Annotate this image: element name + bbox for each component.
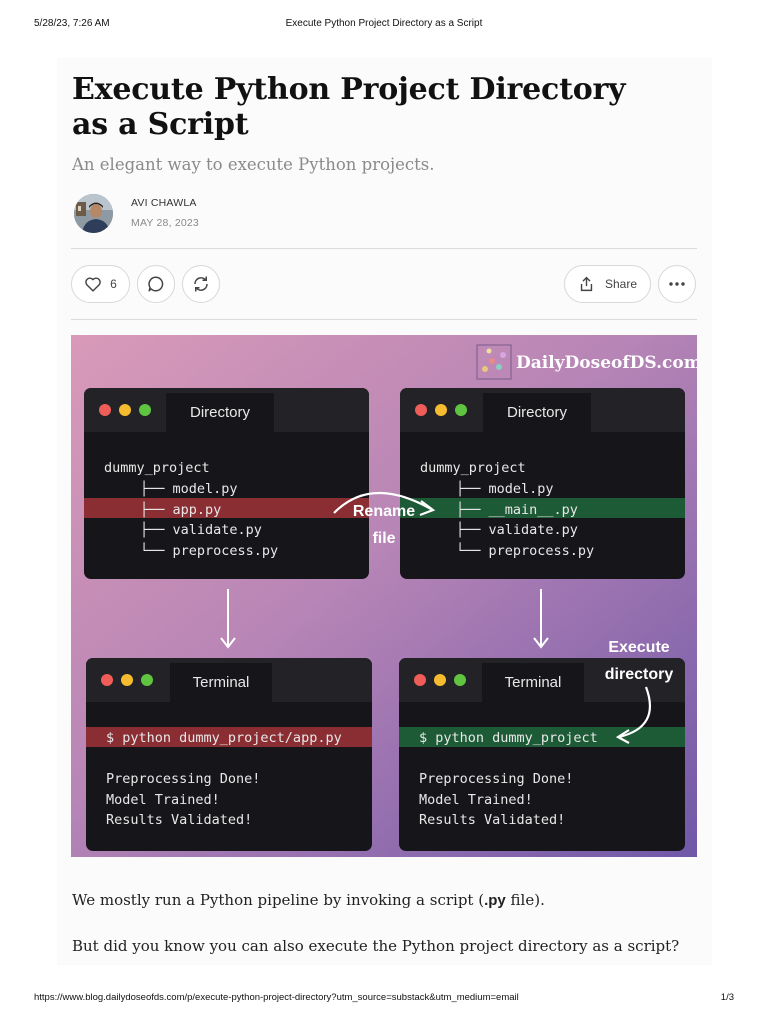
comment-button[interactable] <box>137 265 175 303</box>
paragraph-text: We mostly run a Python pipeline by invok… <box>72 891 485 909</box>
directory-window-before: Directory dummy_project ├── model.py ├──… <box>84 388 369 579</box>
maximize-dot-icon <box>455 404 467 416</box>
minimize-dot-icon <box>119 404 131 416</box>
terminal-output-line: Model Trained! <box>106 792 220 808</box>
terminal-window-before: Terminal $ python dummy_project/app.py P… <box>86 658 372 851</box>
rename-label: file <box>372 530 395 547</box>
highlight-row <box>84 498 369 518</box>
highlight-row <box>400 498 685 518</box>
terminal-window-after: Terminal $ python dummy_project Preproce… <box>399 658 685 851</box>
hero-illustration: DailyDoseofDS.com Directory dummy_projec… <box>71 335 697 857</box>
restack-icon <box>192 275 210 293</box>
maximize-dot-icon <box>139 404 151 416</box>
rename-label: Rename <box>353 503 415 520</box>
down-arrow-icon <box>220 589 236 649</box>
dir-file: ├── app.py <box>140 501 221 518</box>
curved-arrow-icon <box>333 491 432 514</box>
divider-bottom <box>71 319 697 320</box>
brand-name: DailyDoseofDS.com <box>516 353 697 373</box>
highlight-row <box>399 727 685 747</box>
close-dot-icon <box>101 674 113 686</box>
author-name[interactable]: AVI CHAWLA <box>131 197 197 209</box>
directory-window-after: Directory dummy_project ├── model.py ├──… <box>400 388 685 579</box>
arrowhead-icon <box>419 500 436 517</box>
dir-file: └── preprocess.py <box>456 542 594 559</box>
body-paragraph: We mostly run a Python pipeline by invok… <box>72 891 545 909</box>
print-header: 5/28/23, 7:26 AM Execute Python Project … <box>34 18 734 32</box>
terminal-output-line: Preprocessing Done! <box>106 771 260 787</box>
close-dot-icon <box>414 674 426 686</box>
page-number: 1/3 <box>720 992 734 1003</box>
minimize-dot-icon <box>434 674 446 686</box>
heart-icon <box>84 276 102 292</box>
terminal-output-line: Preprocessing Done! <box>419 771 573 787</box>
like-count: 6 <box>110 277 117 291</box>
tab-label: Directory <box>190 404 251 421</box>
dir-file: ├── model.py <box>140 480 238 497</box>
post-date: MAY 28, 2023 <box>131 217 199 229</box>
maximize-dot-icon <box>141 674 153 686</box>
execute-label: directory <box>605 666 674 683</box>
print-url: https://www.blog.dailydoseofds.com/p/exe… <box>34 992 519 1003</box>
close-dot-icon <box>99 404 111 416</box>
print-doc-title: Execute Python Project Directory as a Sc… <box>285 18 483 29</box>
down-arrow-icon <box>533 589 549 649</box>
print-datetime: 5/28/23, 7:26 AM <box>34 18 110 29</box>
comment-icon <box>147 275 165 293</box>
post-subtitle: An elegant way to execute Python project… <box>72 155 435 174</box>
share-label: Share <box>604 277 638 291</box>
terminal-command: $ python dummy_project/app.py <box>106 730 342 746</box>
dir-root: dummy_project <box>420 460 526 476</box>
terminal-command: $ python dummy_project <box>419 730 598 746</box>
inline-code: .py <box>484 892 506 909</box>
highlight-row <box>86 727 372 747</box>
ellipsis-icon <box>668 281 686 287</box>
like-button[interactable]: 6 <box>71 265 130 303</box>
minimize-dot-icon <box>435 404 447 416</box>
arrowhead-icon <box>615 729 630 744</box>
share-icon <box>578 275 595 293</box>
tab-label: Terminal <box>505 674 562 691</box>
dir-root: dummy_project <box>104 460 210 476</box>
terminal-output-line: Model Trained! <box>419 792 533 808</box>
tab-label: Terminal <box>193 674 250 691</box>
paragraph-text: file). <box>505 891 545 909</box>
dir-file: ├── validate.py <box>140 521 262 538</box>
terminal-output-line: Results Validated! <box>419 812 565 828</box>
share-button[interactable]: Share <box>564 265 651 303</box>
print-footer: https://www.blog.dailydoseofds.com/p/exe… <box>34 992 734 1006</box>
divider-top <box>71 248 697 249</box>
dir-file: ├── model.py <box>456 480 554 497</box>
dir-file: ├── validate.py <box>456 521 578 538</box>
author-avatar[interactable] <box>74 194 113 233</box>
post-title: Execute Python Project Directory as a Sc… <box>72 72 626 142</box>
maximize-dot-icon <box>454 674 466 686</box>
restack-button[interactable] <box>182 265 220 303</box>
tab-label: Directory <box>507 404 568 421</box>
minimize-dot-icon <box>121 674 133 686</box>
more-options-button[interactable] <box>658 265 696 303</box>
brand-logo-icon <box>476 344 512 380</box>
close-dot-icon <box>415 404 427 416</box>
terminal-output-line: Results Validated! <box>106 812 252 828</box>
dir-file: ├── __main__.py <box>456 501 578 518</box>
curved-arrow-icon <box>618 686 651 739</box>
execute-label: Execute <box>608 639 669 656</box>
dir-file: └── preprocess.py <box>140 542 278 559</box>
body-paragraph: But did you know you can also execute th… <box>72 937 680 955</box>
